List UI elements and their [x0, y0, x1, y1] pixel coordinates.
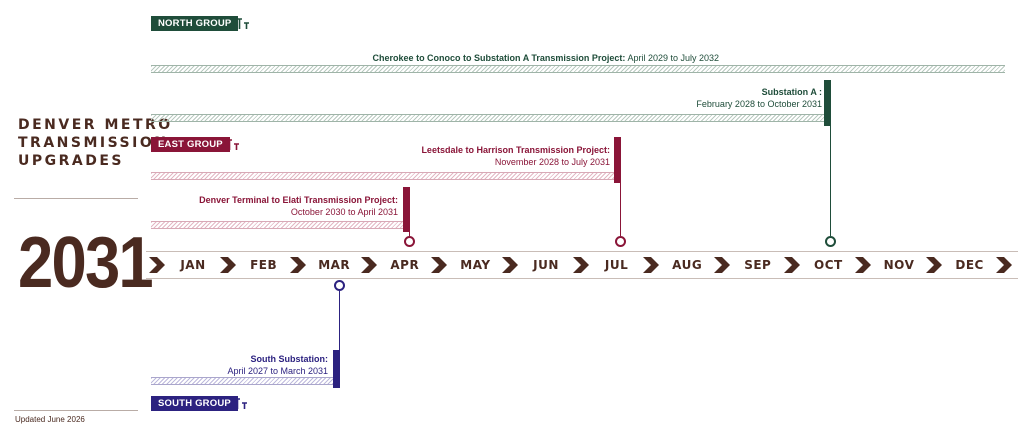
project-dates: February 2028 to October 2031 — [696, 99, 822, 109]
denver-terminal-ring — [404, 236, 415, 247]
chevron-right-icon — [502, 257, 518, 273]
leetsdale-ring — [615, 236, 626, 247]
timeline-top-rule — [146, 251, 1018, 252]
page-title: DENVER METRO TRANSMISSION UPGRADES — [18, 116, 173, 170]
month-timeline: JAN FEB MAR APR MAY JUN JUL AUG SEP OCT NOV DEC — [146, 251, 1018, 279]
month-label: APR — [390, 258, 420, 272]
chevron-right-icon — [360, 257, 377, 273]
substation-a-bar — [151, 114, 825, 122]
south-substation-connector — [339, 291, 340, 350]
tools-icon — [235, 398, 247, 409]
month-label: FEB — [250, 258, 278, 272]
south-substation-project: South Substation: April 2027 to March 20… — [150, 353, 328, 377]
month-label: SEP — [744, 258, 772, 272]
substation-a-project: Substation A : February 2028 to October … — [600, 86, 822, 110]
project-name: Cherokee to Conoco to Substation A Trans… — [372, 53, 626, 63]
leetsdale-connector — [620, 183, 621, 236]
chevron-right-icon — [572, 257, 589, 273]
tools-icon — [237, 18, 249, 29]
title-line: DENVER METRO — [18, 117, 173, 133]
chevron-right-icon — [855, 257, 871, 273]
denver-terminal-project: Denver Terminal to Elati Transmission Pr… — [170, 194, 398, 218]
project-dates: October 2030 to April 2031 — [290, 207, 398, 217]
south-group-tag: SOUTH GROUP — [151, 396, 238, 411]
month-label: DEC — [955, 258, 984, 272]
east-group-tag: EAST GROUP — [151, 137, 230, 152]
project-name: South Substation: — [250, 354, 329, 364]
substation-a-marker — [824, 80, 831, 126]
south-substation-bar — [151, 377, 333, 385]
substation-a-ring — [825, 236, 836, 247]
chevron-right-icon — [925, 257, 942, 273]
leetsdale-bar — [151, 172, 614, 180]
south-substation-ring — [334, 280, 345, 291]
chevron-right-icon — [713, 257, 730, 273]
chevron-right-icon — [149, 257, 165, 273]
denver-terminal-connector — [409, 232, 410, 236]
chevron-right-icon — [219, 257, 236, 273]
leetsdale-marker — [614, 137, 621, 183]
month-label: JUN — [533, 258, 559, 272]
year-label: 2031 — [18, 223, 154, 303]
project-name: Substation A : — [761, 87, 822, 97]
divider — [14, 198, 138, 199]
project-dates: April 2029 to July 2032 — [627, 53, 719, 63]
timeline-bottom-rule — [146, 278, 1018, 279]
chevron-right-icon — [431, 257, 448, 273]
chevron-right-icon — [996, 257, 1013, 273]
title-line: UPGRADES — [18, 153, 125, 169]
chevron-right-icon — [643, 257, 660, 273]
month-label: MAY — [460, 258, 491, 272]
chevron-right-icon — [784, 257, 801, 273]
month-label: MAR — [318, 258, 351, 272]
project-name: Leetsdale to Harrison Transmission Proje… — [421, 145, 610, 155]
month-label: JAN — [180, 258, 206, 272]
project-dates: April 2027 to March 2031 — [227, 366, 328, 376]
month-row: JAN FEB MAR APR MAY JUN JUL AUG SEP OCT NOV DEC — [146, 255, 1018, 275]
denver-terminal-bar — [151, 221, 403, 229]
leetsdale-project: Leetsdale to Harrison Transmission Proje… — [380, 144, 610, 168]
chevron-right-icon — [290, 257, 307, 273]
updated-note: Updated June 2026 — [15, 415, 85, 424]
cherokee-bar — [151, 65, 1005, 73]
month-label: JUL — [604, 258, 629, 272]
month-label: NOV — [883, 258, 915, 272]
month-label: OCT — [814, 258, 843, 272]
cherokee-project: Cherokee to Conoco to Substation A Trans… — [152, 52, 719, 64]
title-line: TRANSMISSION — [18, 135, 169, 151]
north-group-tag: NORTH GROUP — [151, 16, 239, 31]
denver-terminal-marker — [403, 187, 410, 232]
month-label: AUG — [672, 258, 703, 272]
divider — [14, 410, 138, 411]
tools-icon — [227, 139, 239, 150]
south-substation-marker — [333, 350, 340, 388]
project-name: Denver Terminal to Elati Transmission Pr… — [199, 195, 398, 205]
substation-a-connector — [830, 126, 831, 236]
project-dates: November 2028 to July 2031 — [494, 157, 610, 167]
